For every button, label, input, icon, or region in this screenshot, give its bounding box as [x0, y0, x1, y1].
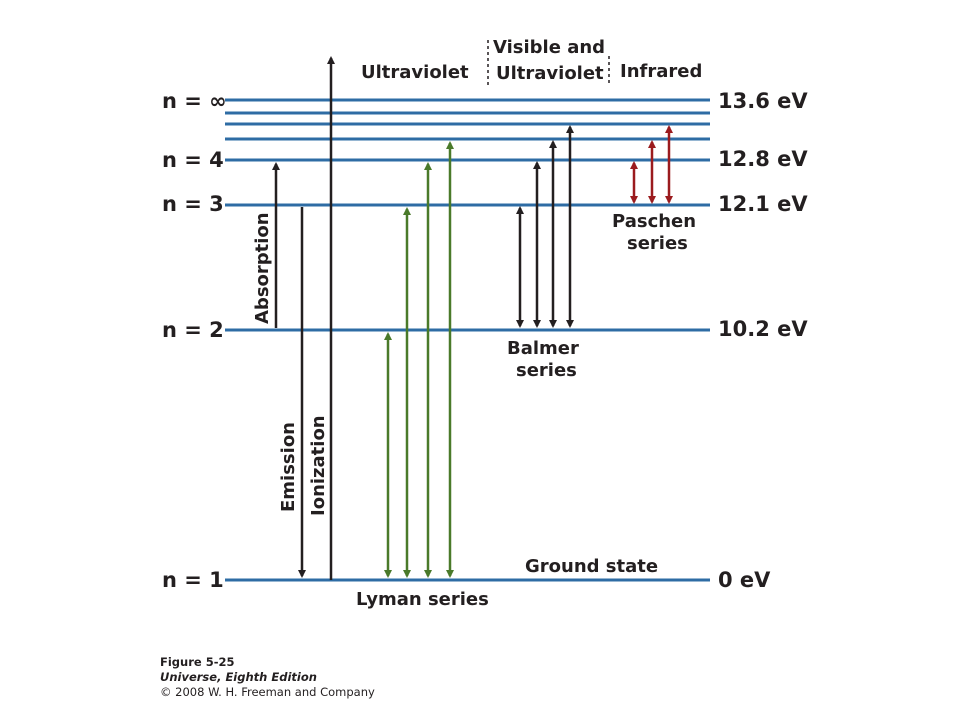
- balmer-series-arrows: [516, 125, 574, 328]
- ionization-label: Ionization: [308, 415, 329, 516]
- energy-levels: [225, 98, 710, 582]
- process-labels: Absorption Emission Ionization: [252, 212, 329, 516]
- level-label-n-3: n = 3: [162, 192, 224, 216]
- level-label-n-2: n = 2: [162, 318, 224, 342]
- region-ultraviolet: Ultraviolet: [361, 62, 469, 83]
- lyman-series-arrows: [384, 141, 454, 578]
- book-title: Universe, Eighth Edition: [160, 670, 317, 684]
- ground-state-label: Ground state: [525, 556, 658, 577]
- energy-label-12-1: 12.1 eV: [718, 192, 808, 216]
- region-infrared: Infrared: [620, 61, 702, 82]
- paschen-label-line1: Paschen: [612, 211, 696, 232]
- balmer-label-line2: series: [516, 360, 577, 381]
- paschen-label-line2: series: [627, 233, 688, 254]
- figure-number: Figure 5-25: [160, 655, 235, 669]
- lyman-label: Lyman series: [356, 589, 489, 610]
- level-labels: n = ∞ n = 4 n = 3 n = 2 n = 1: [162, 89, 227, 592]
- series-labels: Paschen series Balmer series Lyman serie…: [356, 211, 696, 610]
- copyright-notice: © 2008 W. H. Freeman and Company: [160, 685, 375, 699]
- level-label-n-1: n = 1: [162, 568, 224, 592]
- level-label-n-inf: n = ∞: [162, 89, 227, 113]
- level-label-n-4: n = 4: [162, 148, 224, 172]
- emission-label: Emission: [278, 422, 299, 512]
- energy-labels: 13.6 eV 12.8 eV 12.1 eV 10.2 eV 0 eV: [718, 89, 808, 592]
- region-visible-line2: Ultraviolet: [496, 63, 604, 84]
- energy-label-0: 0 eV: [718, 568, 771, 592]
- region-headers: Ultraviolet Visible and Ultraviolet Infr…: [361, 37, 702, 86]
- process-arrows: [272, 56, 335, 580]
- energy-label-12-8: 12.8 eV: [718, 147, 808, 171]
- energy-label-10-2: 10.2 eV: [718, 317, 808, 341]
- balmer-label-line1: Balmer: [507, 338, 579, 359]
- absorption-label: Absorption: [252, 212, 273, 324]
- energy-label-13-6: 13.6 eV: [718, 89, 808, 113]
- region-visible-line1: Visible and: [493, 37, 605, 58]
- paschen-series-arrows: [630, 125, 673, 204]
